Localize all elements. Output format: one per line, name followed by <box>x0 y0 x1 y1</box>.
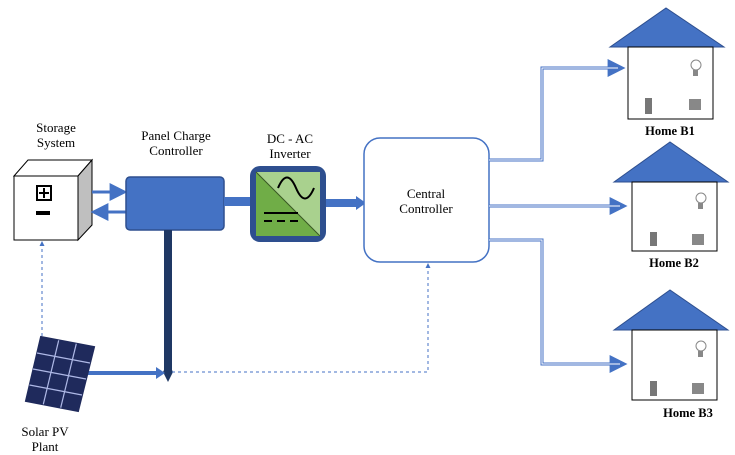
central-label-line1: Central <box>406 186 446 201</box>
solar-label-line2: Plant <box>31 439 59 454</box>
panel-charge-controller-box <box>125 176 225 231</box>
appliance-icon <box>645 98 652 114</box>
storage-system-label: Storage System <box>14 120 98 150</box>
appliance-icon <box>650 381 657 396</box>
charge-controller-label: Panel Charge Controller <box>122 128 230 158</box>
dc-ac-inverter <box>250 166 326 242</box>
solar-label-line1: Solar PV <box>21 424 69 439</box>
inverter-label: DC - AC Inverter <box>248 131 332 161</box>
dc-bus-line <box>164 230 172 370</box>
inverter-label-line1: DC - AC <box>266 131 314 146</box>
central-label-line2: Controller <box>399 201 453 216</box>
solar-pv-label: Solar PV Plant <box>10 424 80 454</box>
light-bulb-icon <box>695 340 707 357</box>
feeder-line-b3 <box>489 238 628 373</box>
sine-wave-icon <box>277 176 315 200</box>
storage-label-line1: Storage <box>36 120 76 135</box>
controller-inverter-link <box>224 197 250 206</box>
home-b2-label: Home B2 <box>649 256 699 270</box>
appliance-icon <box>650 232 657 246</box>
bus-junction <box>163 362 173 382</box>
appliance-icon <box>692 234 704 245</box>
solar-pv-panel <box>24 335 96 413</box>
home-b3-label: Home B3 <box>663 406 713 420</box>
storage-system-cube <box>12 158 94 242</box>
light-bulb-icon <box>695 192 707 209</box>
charge-controller-label-line1: Panel Charge <box>141 128 211 143</box>
central-controller-box <box>363 137 490 263</box>
appliance-icon <box>692 383 704 394</box>
light-bulb-icon <box>690 59 702 76</box>
storage-label-line2: System <box>36 135 76 150</box>
appliance-icon <box>689 99 701 110</box>
feeder-line-b1 <box>489 59 626 162</box>
charge-controller-label-line2: Controller <box>149 143 203 158</box>
plus-icon <box>36 185 52 201</box>
inverter-label-line2: Inverter <box>269 146 311 161</box>
minus-icon <box>36 211 50 215</box>
home-b2 <box>612 141 730 252</box>
dc-symbol-icon <box>264 212 298 222</box>
home-b1 <box>608 7 726 120</box>
central-controller-label: Central Controller <box>376 186 476 216</box>
home-b3 <box>612 289 730 401</box>
signal-line-to-central <box>172 263 431 373</box>
home-b1-label: Home B1 <box>645 124 695 138</box>
